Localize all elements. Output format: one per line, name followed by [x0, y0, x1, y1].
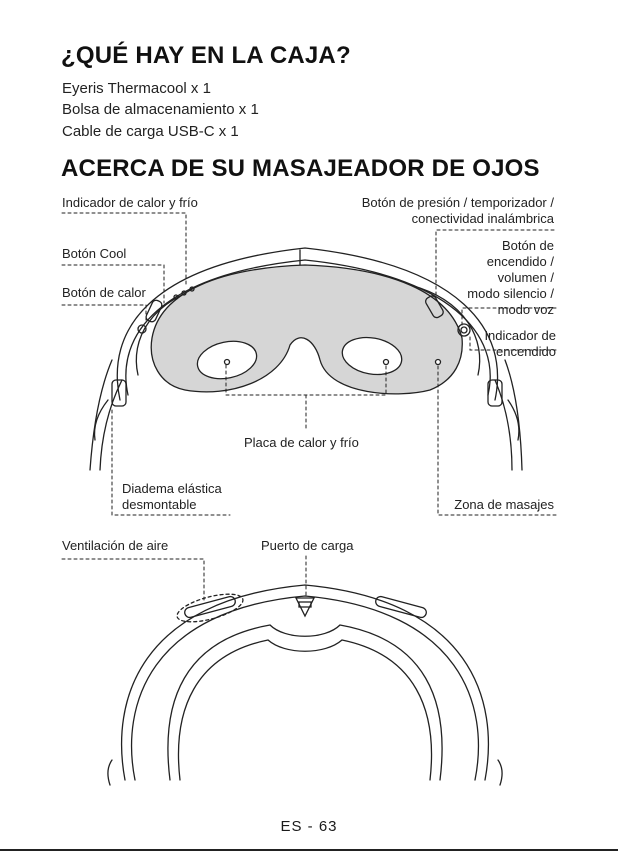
page-number: ES - 63: [280, 818, 338, 835]
box-item-2: Bolsa de almacenamiento x 1: [62, 101, 259, 118]
cool-button-shape: [145, 299, 163, 323]
label-power-indicator-line1: Indicador de: [484, 328, 556, 343]
label-power-button-line1: Botón de: [501, 238, 554, 253]
label-air-vent: Ventilación de aire: [62, 538, 169, 553]
bottom-rule: [0, 849, 618, 851]
label-power-button-line2: encendido /: [486, 254, 554, 269]
label-power-indicator: Indicador de encendido: [484, 328, 556, 360]
label-pressure-button-line1: Botón de presión / temporizador /: [361, 195, 554, 210]
label-cool-button: Botón Cool: [62, 246, 127, 261]
front-view-device: [89, 247, 523, 471]
label-power-button-line5: modo voz: [497, 302, 554, 317]
label-headband-line1: Diadema elástica: [122, 481, 222, 496]
box-item-3: Cable de carga USB-C x 1: [62, 123, 239, 140]
label-power-button: Botón de encendido / volumen / modo sile…: [467, 238, 554, 318]
label-charging-port: Puerto de carga: [261, 538, 354, 553]
label-massage-zone: Zona de masajes: [454, 497, 554, 512]
front-pad-shape: [150, 264, 463, 395]
label-headband-line2: desmontable: [122, 497, 197, 512]
label-heat-button: Botón de calor: [62, 285, 146, 300]
about-section-title: ACERCA DE SU MASAJEADOR DE OJOS: [61, 155, 540, 182]
label-pressure-button: Botón de presión / temporizador / conect…: [362, 195, 554, 227]
label-plate: Placa de calor y frío: [244, 435, 359, 450]
back-view-device: [107, 584, 503, 786]
right-eye-pad: [341, 336, 403, 376]
power-button-shape: [457, 323, 471, 337]
label-heat-cold-indicator: Indicador de calor y frío: [62, 195, 198, 210]
label-power-button-line4: modo silencio /: [467, 286, 554, 301]
label-power-button-line3: volumen /: [497, 270, 554, 285]
pressure-button-shape: [424, 295, 444, 319]
label-power-indicator-line2: encendido: [496, 344, 556, 359]
box-item-1: Eyeris Thermacool x 1: [62, 80, 211, 97]
box-section-title: ¿QUÉ HAY EN LA CAJA?: [61, 42, 351, 69]
heat-button-shape: [137, 324, 147, 334]
label-pressure-button-line2: conectividad inalámbrica: [411, 211, 554, 226]
label-headband: Diadema elástica desmontable: [122, 481, 222, 513]
